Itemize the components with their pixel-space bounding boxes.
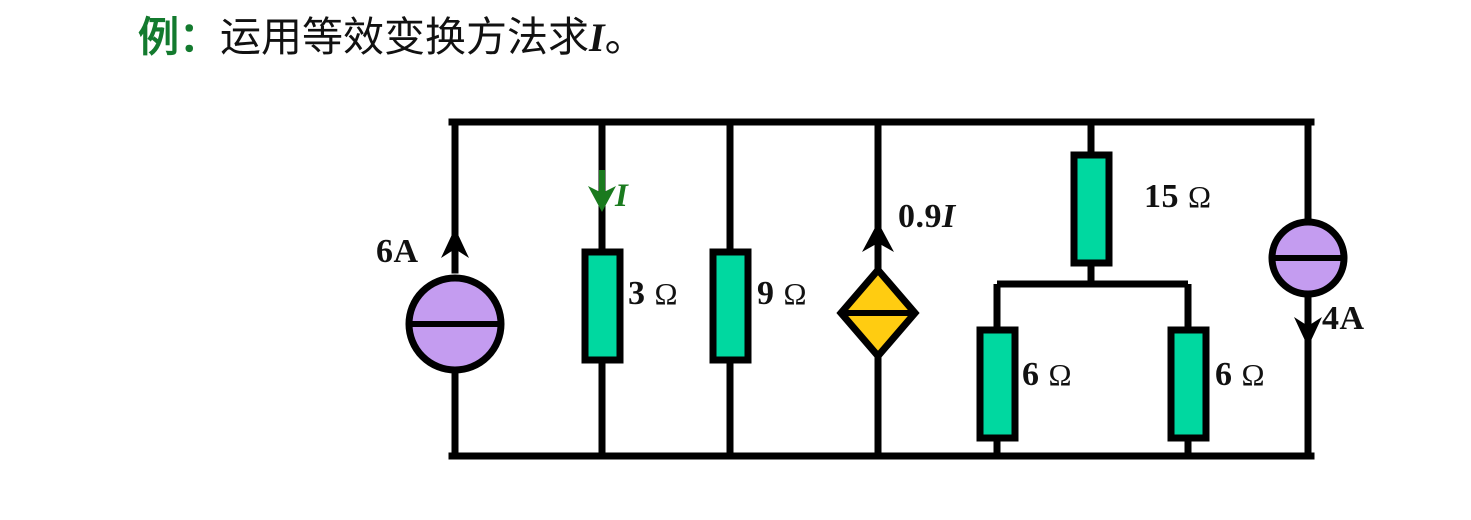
title-period: 。 <box>604 13 646 61</box>
current-marker-I <box>588 170 616 212</box>
label-resistor-9-unit: Ω <box>783 276 808 311</box>
dependent-source-arrow-icon <box>862 222 894 252</box>
branch-dependent-source <box>836 122 920 456</box>
label-dependent-coefficient: 0.9 <box>898 198 942 235</box>
label-dependent-source: 0.9I <box>898 198 956 236</box>
label-resistor-6-right: 6 Ω <box>1215 356 1265 394</box>
label-source-6a: 6A <box>376 233 419 270</box>
label-resistor-9-value: 9 <box>757 275 775 312</box>
label-resistor-15-value: 15 <box>1144 178 1179 215</box>
label-resistor-3: 3 Ω <box>628 275 678 313</box>
source-4a <box>1268 218 1348 347</box>
source-6a <box>405 228 505 374</box>
label-resistor-6-left-value: 6 <box>1022 356 1040 393</box>
resistor-15-body <box>1070 151 1113 267</box>
label-resistor-15-unit: Ω <box>1188 179 1212 214</box>
source-4a-arrow-icon <box>1294 317 1322 347</box>
label-dependent-variable: I <box>942 198 956 235</box>
label-current-I: I <box>615 178 629 214</box>
resistor-3-body <box>581 248 624 364</box>
resistor-9-body <box>709 248 752 364</box>
label-resistor-9: 9 Ω <box>757 275 807 313</box>
label-resistor-6-left-unit: Ω <box>1048 357 1073 392</box>
label-resistor-3-value: 3 <box>628 275 646 312</box>
resistor-6-right-body <box>1167 326 1210 442</box>
example-colon: ： <box>179 13 220 61</box>
source-6a-arrow-icon <box>441 228 469 258</box>
label-resistor-6-right-unit: Ω <box>1241 357 1266 392</box>
example-marker: 例 <box>138 13 179 61</box>
branch-resistor-network <box>976 122 1210 456</box>
label-resistor-3-unit: Ω <box>654 276 679 311</box>
resistor-6-left-body <box>976 326 1019 442</box>
page-title: 例：运用等效变换方法求I。 <box>138 13 646 61</box>
label-resistor-6-right-value: 6 <box>1215 356 1233 393</box>
current-marker-I-arrowhead <box>588 186 616 212</box>
title-text: 运用等效变换方法求 <box>220 13 589 61</box>
label-source-4a: 4A <box>1322 300 1365 337</box>
label-resistor-15: 15 Ω <box>1144 178 1212 216</box>
title-variable: I <box>589 15 605 60</box>
branch-resistor-9 <box>709 122 752 456</box>
label-resistor-6-left: 6 Ω <box>1022 356 1072 394</box>
